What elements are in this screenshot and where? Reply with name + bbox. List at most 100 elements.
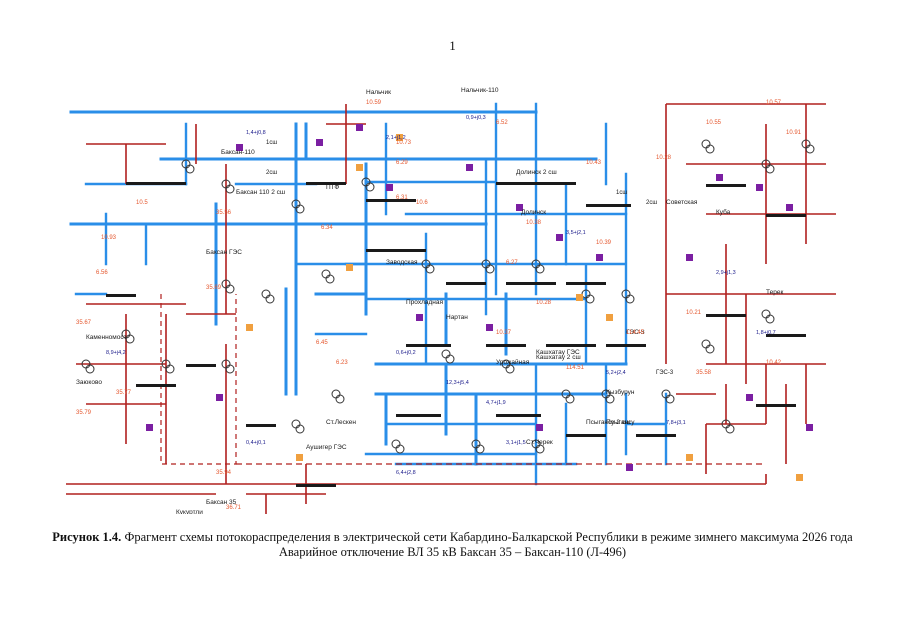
line-35-5 bbox=[86, 344, 326, 514]
bus-bar-12 bbox=[546, 344, 596, 347]
transformer-node-b-8 bbox=[625, 294, 635, 304]
voltage-label-17: 10.55 bbox=[706, 120, 722, 126]
voltage-label-27: 114.45 bbox=[626, 330, 645, 336]
bus-marker-label-4: ГЭС-3 bbox=[656, 370, 674, 376]
substation-label-27: Кашхатау 2 сш bbox=[536, 354, 581, 361]
transformer-node-b-9 bbox=[445, 354, 455, 364]
voltage-label-8: 6.29 bbox=[396, 160, 408, 166]
bus-bar-13 bbox=[606, 344, 646, 347]
load-square-1 bbox=[316, 139, 323, 146]
transformer-node-b-19 bbox=[805, 144, 815, 154]
voltage-label-0: 35.56 bbox=[216, 210, 232, 216]
voltage-label-1: 35.69 bbox=[206, 285, 222, 291]
load-square-orange-4 bbox=[576, 294, 583, 301]
voltage-label-22: 10.28 bbox=[656, 155, 672, 161]
transformer-node-26 bbox=[291, 419, 301, 429]
flow-label-10: 2,9+j1,3 bbox=[716, 270, 736, 276]
figure-caption: Рисунок 1.4. Фрагмент схемы потокораспре… bbox=[40, 530, 865, 560]
bus-bar-27 bbox=[296, 484, 336, 487]
load-square-5 bbox=[516, 204, 523, 211]
transformer-node-b-31 bbox=[725, 424, 735, 434]
flow-label-14: 6,4+j2,8 bbox=[396, 470, 416, 476]
load-square-orange-8 bbox=[796, 474, 803, 481]
transformer-node-b-16 bbox=[665, 394, 675, 404]
load-square-6 bbox=[556, 234, 563, 241]
transformer-node-b-20 bbox=[765, 164, 775, 174]
bus-bar-0 bbox=[126, 182, 186, 185]
transformer-node-b-10 bbox=[505, 364, 515, 374]
substation-label-25: Ст.Лескен bbox=[326, 419, 356, 426]
line-35-7 bbox=[676, 364, 807, 464]
voltage-label-14: 35.79 bbox=[76, 410, 92, 416]
flow-label-8: 7,8+j3,1 bbox=[666, 420, 686, 426]
line-35-3 bbox=[186, 164, 826, 424]
transformer-node-13 bbox=[391, 439, 401, 449]
substation-label-13: Заюково bbox=[76, 379, 102, 386]
flow-label-12: 8,9+j4,2 bbox=[106, 350, 126, 356]
bus-bar-17 bbox=[636, 434, 676, 437]
load-square-14 bbox=[216, 394, 223, 401]
voltage-label-21: 36.71 bbox=[226, 505, 242, 511]
transformer-node-9 bbox=[441, 349, 451, 359]
bus-bar-3 bbox=[496, 182, 536, 185]
transformer-node-29 bbox=[261, 289, 271, 299]
line-35-2 bbox=[666, 104, 836, 384]
substation-label-18: Кукуртли bbox=[176, 509, 203, 514]
bus-bar-25 bbox=[756, 404, 796, 407]
load-square-19 bbox=[806, 424, 813, 431]
line-110-7 bbox=[74, 122, 608, 296]
substation-label-4: Нальчик-110 bbox=[461, 87, 499, 94]
node-symbols bbox=[81, 124, 815, 481]
voltage-label-13: 35.77 bbox=[116, 390, 132, 396]
load-square-orange-0 bbox=[346, 264, 353, 271]
substation-label-0: Баксан-110 bbox=[221, 149, 255, 156]
flow-label-4: 12,3+j5,4 bbox=[446, 380, 469, 386]
voltage-label-31: 10.39 bbox=[596, 240, 612, 246]
voltage-label-20: 35.94 bbox=[216, 470, 232, 476]
line-110-0 bbox=[69, 110, 598, 396]
voltage-label-6: 10.6 bbox=[416, 200, 428, 206]
transformer-node-b-24 bbox=[165, 364, 175, 374]
load-square-13 bbox=[486, 324, 493, 331]
transformer-node-b-21 bbox=[705, 144, 715, 154]
substation-label-16: Терек bbox=[766, 289, 783, 296]
voltage-label-19: 6.27 bbox=[506, 260, 518, 266]
substation-label-9: ГЭС-3 bbox=[626, 329, 645, 336]
bus-bar-7 bbox=[446, 282, 486, 285]
transformer-node-b-13 bbox=[395, 444, 405, 454]
load-square-12 bbox=[416, 314, 423, 321]
bus-bar-14 bbox=[396, 414, 441, 417]
transformer-node-b-29 bbox=[265, 294, 275, 304]
substation-label-10: Псыгансу bbox=[606, 419, 635, 426]
transformer-node-b-30 bbox=[325, 274, 335, 284]
voltage-label-3: 6.34 bbox=[321, 225, 333, 231]
bus-bar-6 bbox=[366, 249, 426, 252]
substation-label-19: Аушигер ГЭС bbox=[306, 444, 347, 451]
voltage-label-24: 35.58 bbox=[696, 370, 712, 376]
bus-bar-15 bbox=[496, 414, 541, 417]
bus-bar-22 bbox=[766, 214, 806, 217]
transformer-node-b-2 bbox=[295, 204, 305, 214]
bus-bar-21 bbox=[706, 184, 746, 187]
transformer-node-b-23 bbox=[85, 364, 95, 374]
voltage-label-33: 6.23 bbox=[336, 360, 348, 366]
substation-label-24: Баксан ГЭС bbox=[206, 249, 242, 256]
transformer-node-b-12 bbox=[605, 394, 615, 404]
lines-35kv bbox=[66, 103, 836, 514]
transformer-node-21 bbox=[701, 139, 711, 149]
voltage-label-5: 10.5 bbox=[136, 200, 148, 206]
load-square-4 bbox=[466, 164, 473, 171]
transformer-node-b-6 bbox=[535, 264, 545, 274]
flow-label-5: 4,7+j1,9 bbox=[486, 400, 506, 406]
line-110-2 bbox=[344, 102, 628, 366]
voltage-label-32: 6.45 bbox=[316, 340, 328, 346]
transformer-node-27 bbox=[331, 389, 341, 399]
load-square-3 bbox=[386, 184, 393, 191]
transformer-node-b-1 bbox=[225, 184, 235, 194]
caption-label: Рисунок 1.4. bbox=[52, 530, 122, 544]
transformer-node-18 bbox=[761, 309, 771, 319]
transformer-node-b-5 bbox=[485, 264, 495, 274]
substation-label-11: Ст.Черек bbox=[526, 439, 553, 446]
